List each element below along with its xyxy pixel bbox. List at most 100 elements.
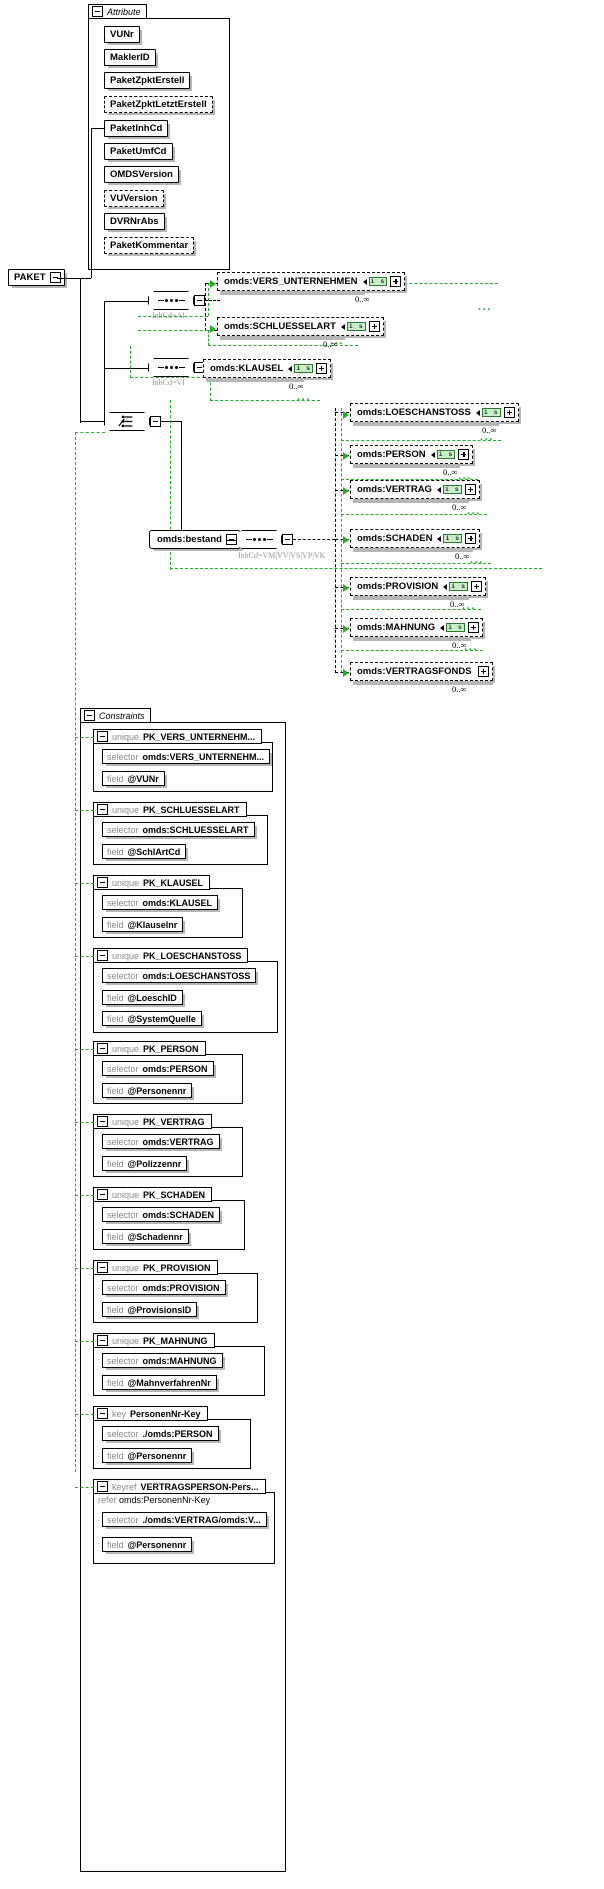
constraint-name: VERTRAGSPERSON-Pers... — [140, 1481, 259, 1492]
expand-icon[interactable] — [458, 449, 470, 460]
constraint-field[interactable]: field @SchlArtCd — [102, 844, 187, 859]
selector-value: omds:SCHLUESSELART — [142, 824, 249, 835]
expand-icon[interactable] — [390, 276, 402, 287]
constraint-header-pk-schluesselart[interactable]: unique PK_SCHLUESSELART — [93, 802, 247, 817]
attribute-item-paketzpktletzterstell[interactable]: PaketZpktLetztErstell — [104, 96, 213, 113]
constraint-field[interactable]: field @Schadennr — [102, 1229, 189, 1244]
constraint-collapse-icon[interactable] — [97, 1043, 108, 1054]
sequence-vi-annotation: InhCd=VI — [152, 378, 185, 387]
group-ref-bestand[interactable]: omds:bestand — [149, 530, 241, 549]
expand-icon[interactable] — [465, 533, 477, 544]
refer-label: refer — [98, 1495, 117, 1505]
choice-collapse-icon[interactable] — [150, 416, 161, 427]
constraint-field[interactable]: field @Polizzennr — [102, 1156, 188, 1171]
element-vers-unternehmen[interactable]: omds:VERS_UNTERNEHMEN i s — [217, 272, 406, 291]
constraint-selector[interactable]: selector omds:VERTRAG — [102, 1134, 220, 1149]
expand-icon[interactable] — [467, 622, 479, 633]
constraint-header-pk-mahnung[interactable]: unique PK_MAHNUNG — [93, 1333, 215, 1348]
refer-value: omds:PersonenNr-Key — [119, 1495, 211, 1505]
expand-icon[interactable] — [471, 581, 482, 592]
constraint-header-personennr-key[interactable]: key PersonenNr-Key — [93, 1406, 208, 1421]
sequence-compositor-ai[interactable] — [148, 291, 194, 310]
expand-icon[interactable] — [316, 363, 328, 374]
sequence-bestand-collapse-icon[interactable] — [282, 534, 293, 545]
sequence-compositor-vi[interactable] — [148, 358, 194, 377]
constraint-field[interactable]: field @ProvisionsID — [102, 1302, 198, 1317]
attribute-item-omdsversion[interactable]: OMDSVersion — [104, 166, 179, 183]
element-klausel[interactable]: omds:KLAUSEL i s — [203, 359, 332, 378]
constraint-field[interactable]: field @SystemQuelle — [102, 1011, 202, 1026]
constraint-field[interactable]: field @VUNr — [102, 771, 165, 786]
constraint-collapse-icon[interactable] — [97, 877, 108, 888]
constraint-selector[interactable]: selector omds:SCHADEN — [102, 1207, 221, 1222]
constraint-header-pk-vers-unternehm[interactable]: unique PK_VERS_UNTERNEHM... — [93, 729, 263, 744]
expand-icon[interactable] — [503, 407, 515, 418]
constraint-collapse-icon[interactable] — [97, 804, 108, 815]
constraint-selector[interactable]: selector ./omds:VERTRAG/omds:V... — [102, 1512, 267, 1527]
element-vertragsfonds[interactable]: omds:VERTRAGSFONDS — [350, 662, 493, 681]
attribute-item-paketkommentar[interactable]: PaketKommentar — [104, 237, 195, 254]
attribute-item-paketumfcd[interactable]: PaketUmfCd — [104, 143, 173, 160]
element-vertrag[interactable]: omds:VERTRAG i s — [350, 480, 480, 499]
constraint-selector[interactable]: selector omds:SCHLUESSELART — [102, 822, 255, 837]
type-badge: i s — [346, 322, 366, 331]
constraint-field[interactable]: field @LoeschID — [102, 990, 183, 1005]
constraint-header-vertragsperson-keyref[interactable]: keyref VERTRAGSPERSON-Pers... — [93, 1479, 266, 1494]
constraint-name: PK_VERTRAG — [143, 1116, 205, 1127]
attribute-group-tab[interactable]: Attribute — [88, 4, 147, 19]
constraint-header-pk-person[interactable]: unique PK_PERSON — [93, 1041, 206, 1056]
attribute-item-paketzpkterstell[interactable]: PaketZpktErstell — [104, 72, 191, 89]
attribute-item-dvrnrabs[interactable]: DVRNrAbs — [104, 213, 165, 230]
constraint-header-pk-loeschanstoss[interactable]: unique PK_LOESCHANSTOSS — [93, 948, 249, 963]
constraint-field[interactable]: field @Klauselnr — [102, 917, 184, 932]
constraint-field[interactable]: field @Personennr — [102, 1448, 193, 1463]
element-schaden[interactable]: omds:SCHADEN i s — [350, 529, 481, 548]
constraint-collapse-icon[interactable] — [97, 1335, 108, 1346]
constraint-selector[interactable]: selector omds:VERS_UNTERNEHM... — [102, 749, 271, 764]
constraint-header-pk-schaden[interactable]: unique PK_SCHADEN — [93, 1187, 213, 1202]
constraint-collapse-icon[interactable] — [97, 1116, 108, 1127]
element-schluesselart[interactable]: omds:SCHLUESSELART i s — [217, 317, 384, 336]
sequence-icon — [157, 366, 185, 369]
attribute-collapse-icon[interactable] — [92, 6, 103, 17]
attribute-item-vuversion[interactable]: VUVersion — [104, 190, 164, 207]
field-label: field — [107, 1377, 124, 1388]
expand-icon[interactable] — [464, 484, 476, 495]
constraints-tab[interactable]: Constraints — [80, 708, 151, 723]
sequence-compositor-bestand[interactable] — [236, 530, 282, 549]
attribute-item-maklerid[interactable]: MaklerID — [104, 49, 156, 66]
constraint-selector[interactable]: selector ./omds:PERSON — [102, 1426, 219, 1441]
constraint-collapse-icon[interactable] — [97, 950, 108, 961]
type-badge: i s — [294, 364, 314, 373]
element-person[interactable]: omds:PERSON i s — [350, 445, 474, 464]
constraint-field[interactable]: field @Personennr — [102, 1537, 193, 1552]
attribute-item-vunr[interactable]: VUNr — [104, 26, 140, 43]
constraint-header-pk-vertrag[interactable]: unique PK_VERTRAG — [93, 1114, 212, 1129]
attribute-item-paketinhcd[interactable]: PaketInhCd — [104, 120, 169, 137]
constraint-field[interactable]: field @MahnverfahrenNr — [102, 1375, 217, 1390]
constraints-collapse-icon[interactable] — [84, 710, 95, 721]
element-provision[interactable]: omds:PROVISION i s — [350, 577, 486, 596]
constraint-collapse-icon[interactable] — [97, 1408, 108, 1419]
constraint-selector[interactable]: selector omds:KLAUSEL — [102, 895, 219, 910]
sequence-ai-collapse-icon[interactable] — [194, 295, 205, 306]
element-label: omds:VERTRAG — [357, 484, 432, 495]
expand-icon[interactable] — [368, 321, 380, 332]
constraint-collapse-icon[interactable] — [97, 1481, 108, 1492]
element-loeschanstoss[interactable]: omds:LOESCHANSTOSS i s — [350, 403, 519, 422]
expand-icon[interactable] — [477, 666, 489, 677]
constraint-selector[interactable]: selector omds:PROVISION — [102, 1280, 226, 1295]
green-link — [75, 956, 94, 957]
constraint-field[interactable]: field @Personennr — [102, 1083, 193, 1098]
group-ref-label: omds:bestand — [157, 534, 222, 545]
constraint-selector[interactable]: selector omds:MAHNUNG — [102, 1353, 223, 1368]
constraint-collapse-icon[interactable] — [97, 731, 108, 742]
constraint-selector[interactable]: selector omds:PERSON — [102, 1061, 214, 1076]
constraint-collapse-icon[interactable] — [97, 1189, 108, 1200]
constraint-collapse-icon[interactable] — [97, 1262, 108, 1273]
element-mahnung[interactable]: omds:MAHNUNG i s — [350, 618, 483, 637]
constraint-header-pk-provision[interactable]: unique PK_PROVISION — [93, 1260, 218, 1275]
constraint-header-pk-klausel[interactable]: unique PK_KLAUSEL — [93, 875, 211, 890]
choice-compositor[interactable] — [104, 412, 150, 431]
constraint-selector[interactable]: selector omds:LOESCHANSTOSS — [102, 968, 257, 983]
